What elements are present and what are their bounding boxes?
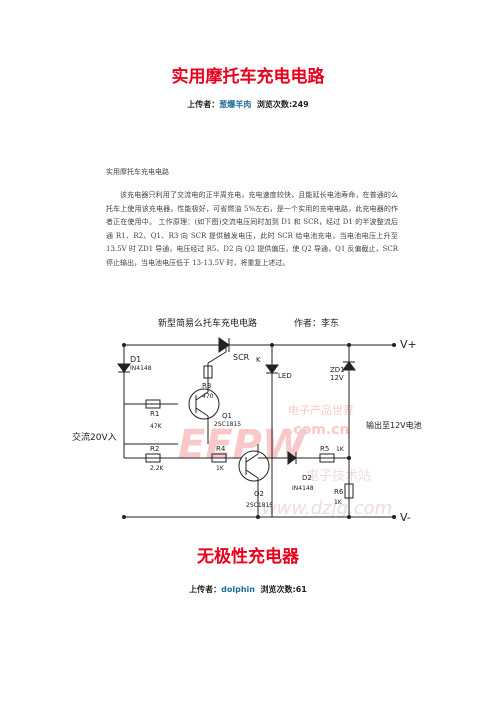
label-r6: R6: [334, 488, 344, 496]
label-r5: R5: [320, 445, 329, 453]
watermark-site-cn: 电子技术站: [306, 469, 371, 484]
label-d2: D2: [302, 474, 312, 482]
article-subtitle: 实用摩托车充电电路: [106, 168, 169, 176]
article2-meta: 上传者：dolphin 浏览次数:61: [0, 584, 496, 595]
label-scr: SCR: [233, 353, 250, 362]
label-r3: R3: [202, 382, 211, 390]
watermark-eepw-url: .com.cn: [288, 422, 349, 438]
article-body: 该充电器只利用了交流电的正半周充电，充电速度较快，且能延长电池寿命，在普通的么托…: [106, 191, 398, 267]
label-r4-val: 1K: [216, 465, 225, 472]
label-output: 输出至12V电池: [366, 420, 422, 430]
label-zd1-val: 12V: [330, 374, 344, 382]
watermark-eepw: EEPW: [178, 422, 308, 468]
label-q1-part: 2SC1815: [214, 421, 241, 428]
label-d2-part: IN4148: [292, 485, 314, 492]
views-label: 浏览次数:: [256, 100, 293, 109]
views-count: 61: [295, 585, 307, 594]
watermark-site-url: www.dzjg.com: [262, 498, 392, 519]
label-k: K: [256, 356, 261, 364]
label-r1-val: 47K: [150, 423, 163, 430]
watermark-eepw-cn: 电子产品世界: [288, 403, 354, 417]
label-r6-val: 1K: [334, 499, 343, 506]
label-r1: R1: [150, 410, 159, 418]
uploader-label: 上传者：: [187, 100, 220, 109]
diagram-author: 作者：李东: [294, 317, 339, 329]
circuit-diagram: EEPW 电子产品世界 .com.cn 电子技术站 www.dzjg.com: [72, 317, 422, 524]
uploader-link[interactable]: 葱爆羊肉: [219, 100, 252, 109]
label-zd1: ZD1: [330, 366, 345, 374]
watermark: EEPW 电子产品世界 .com.cn 电子技术站 www.dzjg.com: [178, 403, 392, 519]
label-r2: R2: [150, 445, 159, 453]
uploader-link[interactable]: dolphin: [221, 585, 255, 594]
label-vminus: V-: [400, 511, 411, 524]
label-q1: Q1: [222, 412, 232, 420]
label-r5-val: 1K: [336, 446, 345, 453]
article2-title: 无极性充电器: [197, 547, 299, 567]
label-q2-part: 2SC1815: [246, 502, 273, 509]
views-count: 249: [292, 100, 309, 109]
views-label: 浏览次数:: [260, 585, 296, 594]
article-meta: 上传者：葱爆羊肉 浏览次数:249: [0, 99, 496, 110]
label-r2-val: 2.2K: [150, 465, 165, 472]
label-d1-part: IN4148: [130, 365, 152, 372]
article-title: 实用摩托车充电电路: [171, 67, 325, 87]
label-q2: Q2: [254, 490, 264, 498]
label-led: LED: [278, 372, 292, 380]
label-r4: R4: [216, 445, 226, 453]
label-r3-val: 470: [202, 393, 214, 400]
label-input: 交流20V入: [72, 431, 117, 443]
diagram-heading: 新型简易么托车充电电路: [158, 317, 257, 329]
label-vplus: V+: [400, 338, 417, 351]
uploader-label: 上传者：: [189, 585, 222, 594]
label-d1: D1: [130, 355, 141, 364]
